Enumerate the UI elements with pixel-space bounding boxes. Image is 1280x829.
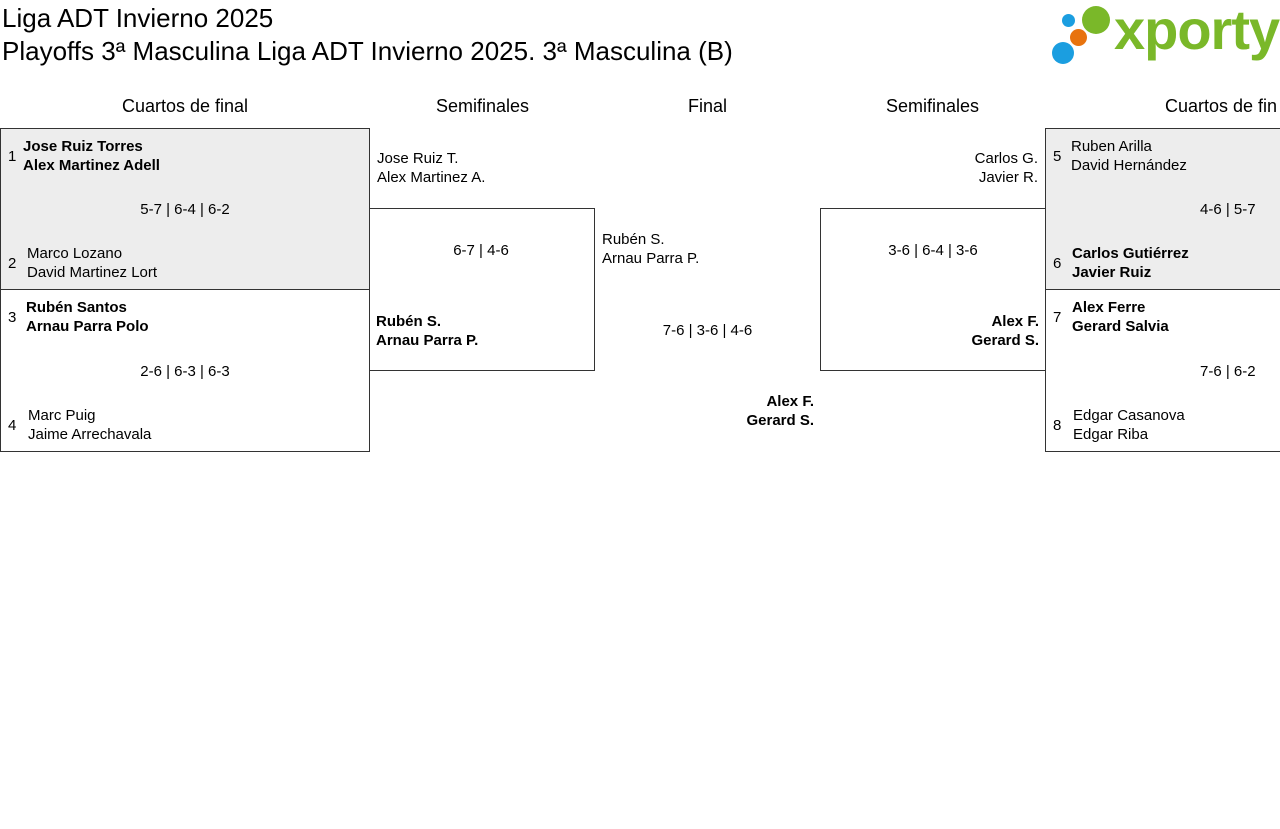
page-subtitle: Playoffs 3ª Masculina Liga ADT Invierno … [2,36,733,66]
logo-dot-blue [1052,42,1074,64]
left-qf-match-1[interactable]: 1 Jose Ruiz Torres Alex Martinez Adell 5… [0,128,370,290]
logo-dot-orange [1070,29,1087,46]
seed-number: 7 [1053,309,1062,326]
team-player-1: Carlos Gutiérrez [1072,245,1189,262]
seed-number: 4 [8,417,17,434]
round-header-left-sf: Semifinales [435,96,530,116]
logo-dot-blue-small [1062,14,1075,27]
team-player-2: Alex Martinez A. [377,169,486,186]
seed-number: 8 [1053,417,1062,434]
match-score: 2-6 | 6-3 | 6-3 [140,363,230,380]
finalist-bottom-player-1: Alex F. [766,393,814,410]
seed-number: 2 [8,255,17,272]
right-qf-match-1[interactable]: 5 Ruben Arilla David Hernández 4-6 | 5-7… [1045,128,1280,290]
logo-wordmark: xporty [1114,0,1280,61]
team-player-2: Jaime Arrechavala [28,426,152,443]
page-title: Liga ADT Invierno 2025 [2,3,274,33]
seed-number: 1 [8,148,17,165]
team-player-1: Edgar Casanova [1073,407,1185,424]
match-score: 7-6 | 6-2 [1200,363,1256,380]
team-player-1: Jose Ruiz T. [377,150,459,167]
team-player-2: David Martinez Lort [27,264,158,281]
right-qf-match-2[interactable]: 7 Alex Ferre Gerard Salvia 7-6 | 6-2 8 E… [1045,289,1280,452]
round-header-final: Final [687,96,727,116]
finalist-top-player-1: Rubén S. [602,231,665,248]
seed-number: 5 [1053,148,1062,165]
match-score: 6-7 | 4-6 [453,242,509,259]
xporty-logo: xporty [1052,0,1280,68]
team-player-1: Rubén S. [376,313,442,330]
team-player-2: Arnau Parra Polo [26,318,149,335]
team-player-2: Gerard S. [971,332,1039,349]
team-player-2: Javier R. [978,169,1038,186]
left-qf-match-2[interactable]: 3 Rubén Santos Arnau Parra Polo 2-6 | 6-… [0,289,370,452]
right-sf-bracket-box: 3-6 | 6-4 | 3-6 Alex F. Gerard S. [820,208,1046,371]
team-player-1: Alex Ferre [1072,299,1146,316]
team-player-1: Jose Ruiz Torres [23,138,143,155]
team-player-1: Marco Lozano [27,245,123,262]
team-player-2: Gerard Salvia [1072,318,1169,335]
match-score: 4-6 | 5-7 [1200,201,1256,218]
logo-dot-green [1082,6,1110,34]
round-header-right-qf: Cuartos de fin [1164,96,1278,116]
team-player-2: Javier Ruiz [1072,264,1152,281]
finalist-top-player-2: Arnau Parra P. [602,250,700,267]
team-player-1: Carlos G. [974,150,1038,167]
match-score: 3-6 | 6-4 | 3-6 [888,242,978,259]
team-player-2: David Hernández [1071,157,1187,174]
round-header-left-qf: Cuartos de final [121,96,249,116]
team-player-2: Edgar Riba [1073,426,1149,443]
finalist-bottom-player-2: Gerard S. [746,412,814,429]
left-sf-bracket-box: 6-7 | 4-6 Rubén S. Arnau Parra P. [369,208,595,371]
round-header-right-sf: Semifinales [885,96,980,116]
team-player-1: Ruben Arilla [1071,138,1152,155]
team-player-1: Marc Puig [28,407,96,424]
seed-number: 3 [8,309,17,326]
seed-number: 6 [1053,255,1062,272]
team-player-2: Arnau Parra P. [376,332,479,349]
final-score: 7-6 | 3-6 | 4-6 [662,322,753,339]
team-player-2: Alex Martinez Adell [23,157,160,174]
match-score: 5-7 | 6-4 | 6-2 [140,201,230,218]
team-player-1: Alex F. [991,313,1039,330]
team-player-1: Rubén Santos [26,299,127,316]
